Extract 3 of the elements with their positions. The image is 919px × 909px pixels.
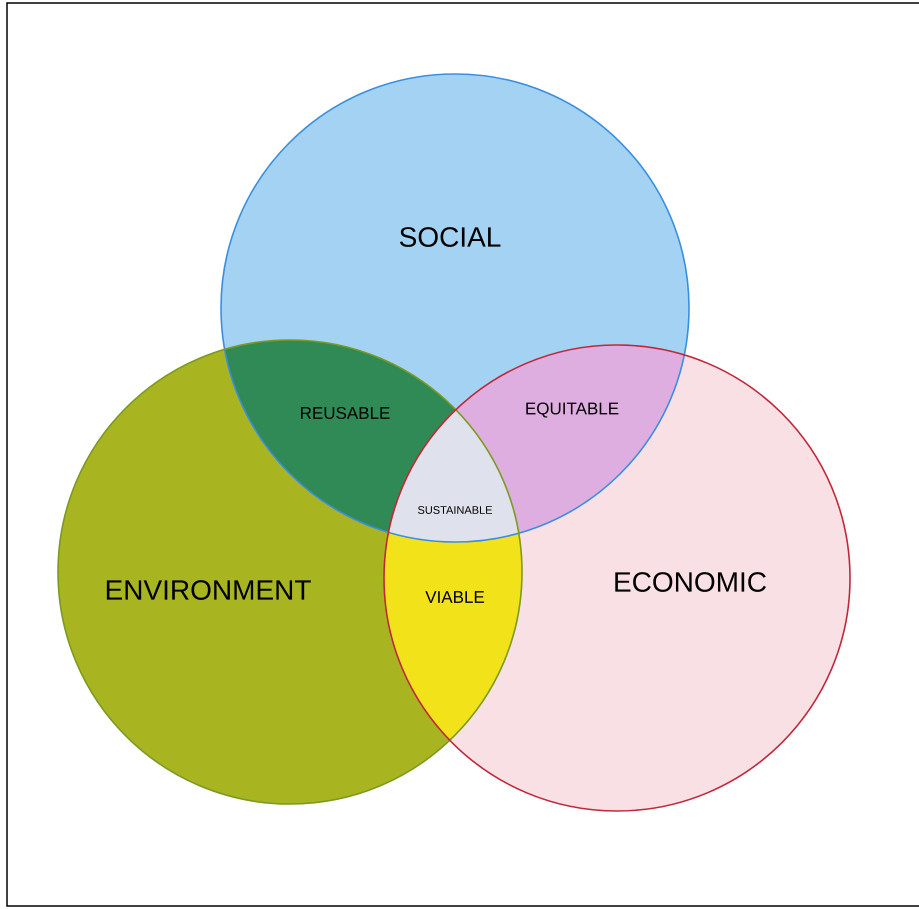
region-label: VIABLE: [425, 591, 484, 603]
region-label: SUSTAINABLE: [418, 506, 492, 514]
region-label: EQUITABLE: [526, 402, 618, 418]
